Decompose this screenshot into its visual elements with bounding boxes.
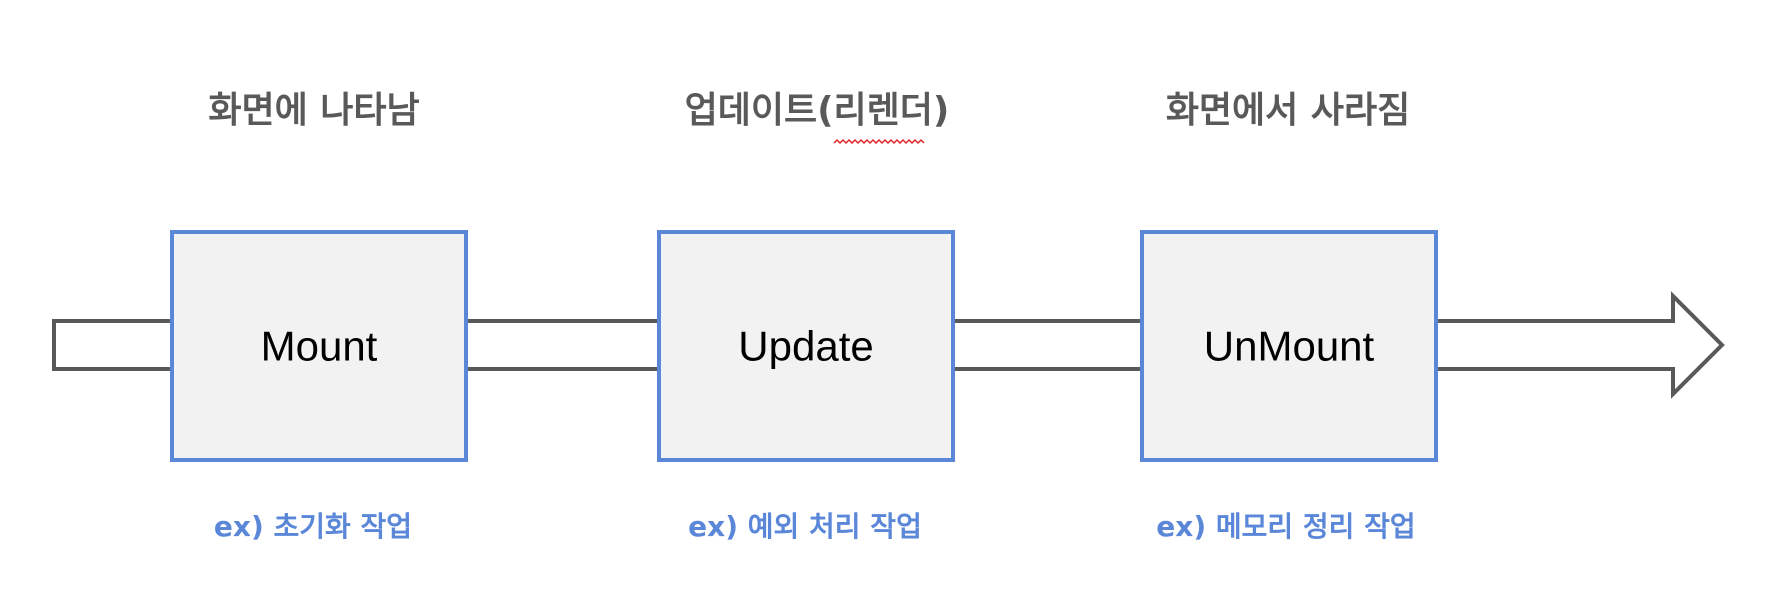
stage-box-unmount [1140, 230, 1438, 462]
stage-example-update: ex) 예외 처리 작업 [688, 510, 922, 543]
stage-title-update: 업데이트(리렌더) [685, 90, 950, 131]
stage-update: 업데이트(리렌더) Update ex) 예외 처리 작업 [657, 90, 955, 543]
stage-label-update: Update [738, 323, 873, 370]
stage-example-mount: ex) 초기화 작업 [214, 510, 412, 543]
stage-example-unmount: ex) 메모리 정리 작업 [1156, 510, 1415, 543]
stage-title-mount: 화면에 나타남 [208, 90, 419, 131]
stage-unmount: 화면에서 사라짐 UnMount ex) 메모리 정리 작업 [1140, 90, 1438, 543]
stage-label-mount: Mount [261, 323, 378, 370]
stage-box-mount [170, 230, 468, 462]
stage-label-unmount: UnMount [1204, 323, 1375, 370]
spellcheck-underline [833, 139, 925, 144]
stage-box-update [657, 230, 955, 462]
stage-mount: 화면에 나타남 Mount ex) 초기화 작업 [170, 90, 468, 543]
stage-title-unmount: 화면에서 사라짐 [1166, 90, 1410, 131]
